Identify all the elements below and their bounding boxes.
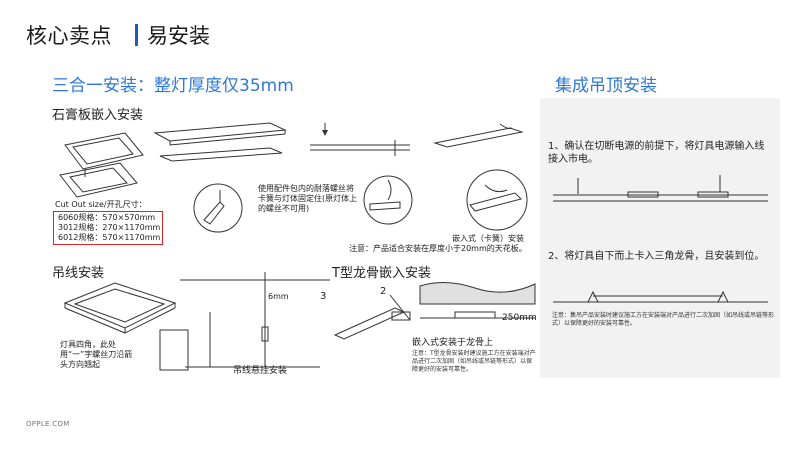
- wire-diameter-label: 6mm: [268, 292, 289, 301]
- hanging-caption: 吊线悬挂安装: [233, 366, 288, 376]
- integrated-note: 注意：集吊产品安装时建议施工方在安装端对产品进行二次加固（如吊线或吊链等形式）以…: [552, 312, 775, 327]
- title-divider: [135, 24, 138, 46]
- hanging-corner-note: 灯具四角，此处用“一”字螺丝刀沿箭头方向翘起: [60, 340, 133, 369]
- ceiling-clip-detail-circle: [363, 175, 413, 225]
- page-subtitle: 易安装: [147, 24, 210, 48]
- tbar-panel-diagram: [333, 294, 411, 340]
- hanging-panel-diagram: [63, 282, 189, 371]
- tbar-step-2: 2: [380, 286, 387, 297]
- hanging-install-label: 吊线安装: [52, 266, 105, 281]
- gypsum-install-label: 石膏板嵌入安装: [52, 108, 144, 123]
- cutout-row-3012: 3012规格：270×1170mm: [58, 223, 161, 232]
- ceiling-cut-diagram: [310, 123, 410, 156]
- integrated-wiring-diagram: [553, 175, 768, 202]
- panel-spring-diagram: [153, 122, 287, 162]
- integrated-triangle-keel-diagram: [553, 290, 768, 303]
- page-title: 核心卖点: [26, 24, 112, 48]
- tbar-caption: 嵌入式安装于龙骨上: [412, 338, 494, 348]
- cutout-size-box: [53, 211, 163, 245]
- section-heading-three-in-one: 三合一安装：整灯厚度仅35mm: [52, 76, 294, 96]
- integrated-step-2: 2、将灯具自下而上卡入三角龙骨，且安装到位。: [548, 251, 765, 262]
- gypsum-board-diagram: [59, 132, 144, 198]
- wire-hanging-diagram: [180, 272, 330, 368]
- tbar-note: 注意：T型龙骨安装时建议施工方在安装端对产品进行二次加固（如吊线或吊链等形式）以…: [412, 350, 536, 373]
- embedded-label: 嵌入式（卡簧）安装: [452, 234, 524, 243]
- spring-clip-detail-circle: [193, 183, 243, 233]
- embedded-side-diagram: [433, 123, 524, 148]
- tbar-install-label: T型龙骨嵌入安装: [332, 266, 431, 281]
- integrated-step-1: 1、确认在切断电源的前提下，将灯具电源输入线接入市电。: [548, 141, 765, 165]
- embedded-spring-detail: [466, 169, 528, 231]
- cutout-size-title: Cut Out size/开孔尺寸：: [55, 200, 147, 209]
- section-heading-integrated-ceiling: 集成吊顶安装: [555, 76, 657, 96]
- integrated-ceiling-panel: [540, 98, 780, 378]
- cutout-row-6060: 6060规格：570×570mm: [58, 213, 156, 222]
- tbar-section-diagram: [419, 282, 536, 319]
- footer-brand-url: OPPLE.COM: [26, 420, 70, 428]
- spring-screw-note: 使用配件包内的耐落螺丝将卡簧与灯体固定住(原灯体上的螺丝不可用): [258, 184, 358, 213]
- hanging-step-3: 3: [320, 291, 327, 302]
- cutout-row-6012: 6012规格：570×1170mm: [58, 233, 161, 242]
- tbar-dimension: 250mm: [502, 313, 537, 323]
- embedded-thickness-note: 注意：产品适合安装在厚度小于20mm的天花板。: [349, 244, 527, 253]
